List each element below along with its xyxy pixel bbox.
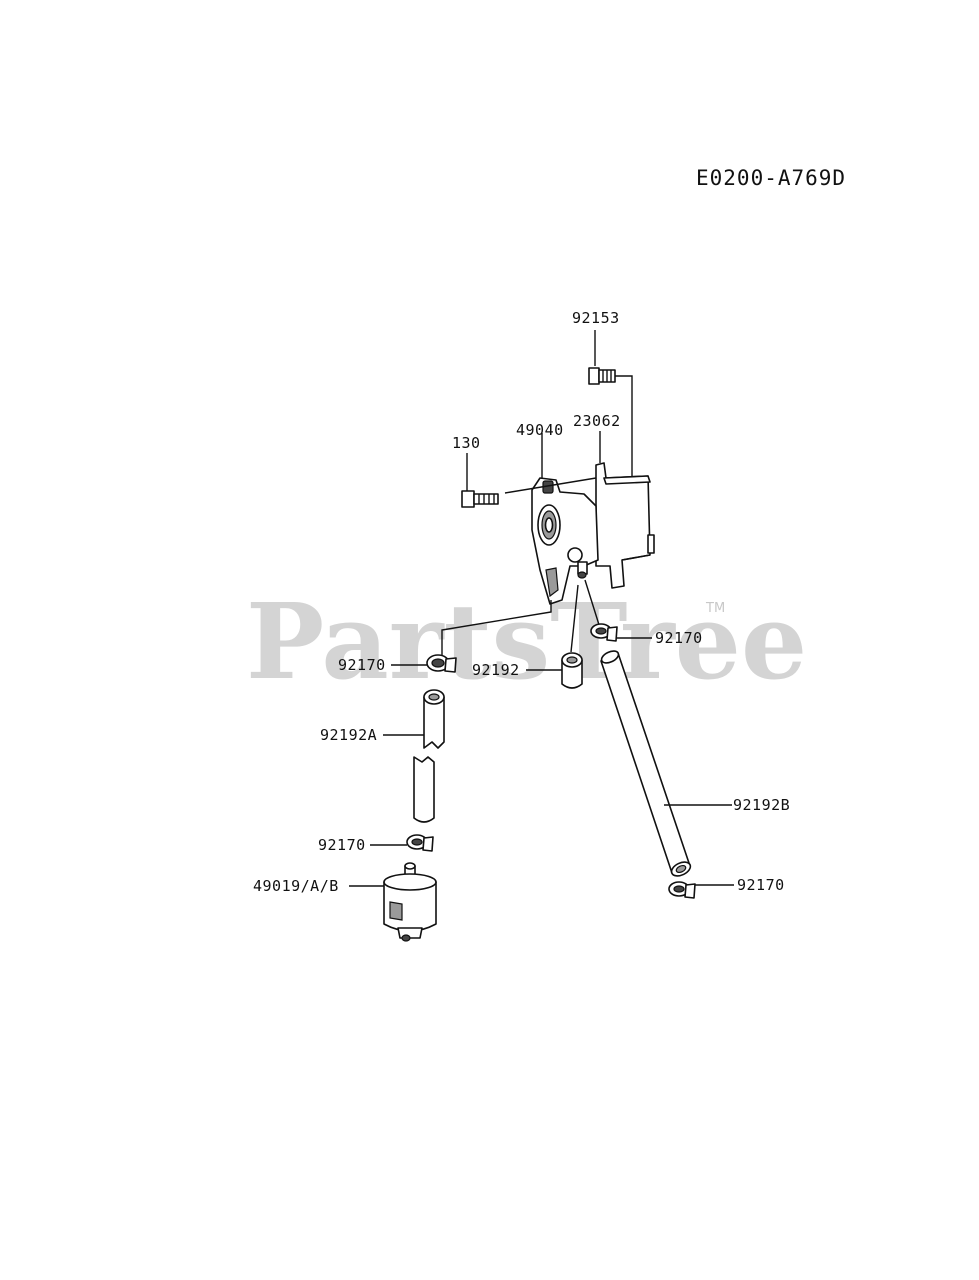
callout-bolt-left[interactable]: 130 xyxy=(452,434,481,452)
leader-pump-outlet-left xyxy=(441,600,552,660)
bolt-92153[interactable] xyxy=(588,367,616,385)
callout-clamp-lower-right[interactable]: 92170 xyxy=(737,876,785,894)
clamp-92170-lower-left[interactable] xyxy=(406,834,434,852)
hose-92192a[interactable] xyxy=(413,689,445,823)
hose-92192[interactable] xyxy=(561,652,583,689)
callout-clamp-upper-left[interactable]: 92170 xyxy=(338,656,386,674)
watermark-trademark: TM xyxy=(705,601,725,616)
callout-clamp-upper-right[interactable]: 92170 xyxy=(655,629,703,647)
bolt-130[interactable] xyxy=(461,490,499,508)
callout-bolt-top[interactable]: 92153 xyxy=(572,309,620,327)
fuel-pump-49040[interactable] xyxy=(531,477,599,605)
leader-pump-inlet xyxy=(570,584,579,653)
callout-hose-a[interactable]: 92192A xyxy=(320,726,377,744)
fuel-filter-49019[interactable] xyxy=(383,862,437,942)
leader-bolt-left-axis xyxy=(504,477,597,494)
bracket-23062[interactable] xyxy=(595,462,655,589)
diagram-code: E0200-A769D xyxy=(696,166,846,190)
callout-filter[interactable]: 49019/A/B xyxy=(253,877,339,895)
callout-hose-short[interactable]: 92192 xyxy=(472,661,520,679)
watermark-text: PartsTree xyxy=(246,580,807,703)
callout-pump[interactable]: 49040 xyxy=(516,421,564,439)
leader-pump-clamp xyxy=(584,579,601,629)
callout-bracket[interactable]: 23062 xyxy=(573,412,621,430)
hose-92192b[interactable] xyxy=(600,649,693,879)
callout-clamp-lower-left[interactable]: 92170 xyxy=(318,836,366,854)
clamp-92170-upper-left[interactable] xyxy=(426,654,457,673)
clamp-92170-upper-right[interactable] xyxy=(590,623,618,642)
watermark: PartsTree TM xyxy=(246,580,807,703)
clamp-92170-lower-right[interactable] xyxy=(668,881,696,899)
callout-hose-b[interactable]: 92192B xyxy=(733,796,790,814)
leader-bolt-top-axis xyxy=(615,375,633,478)
